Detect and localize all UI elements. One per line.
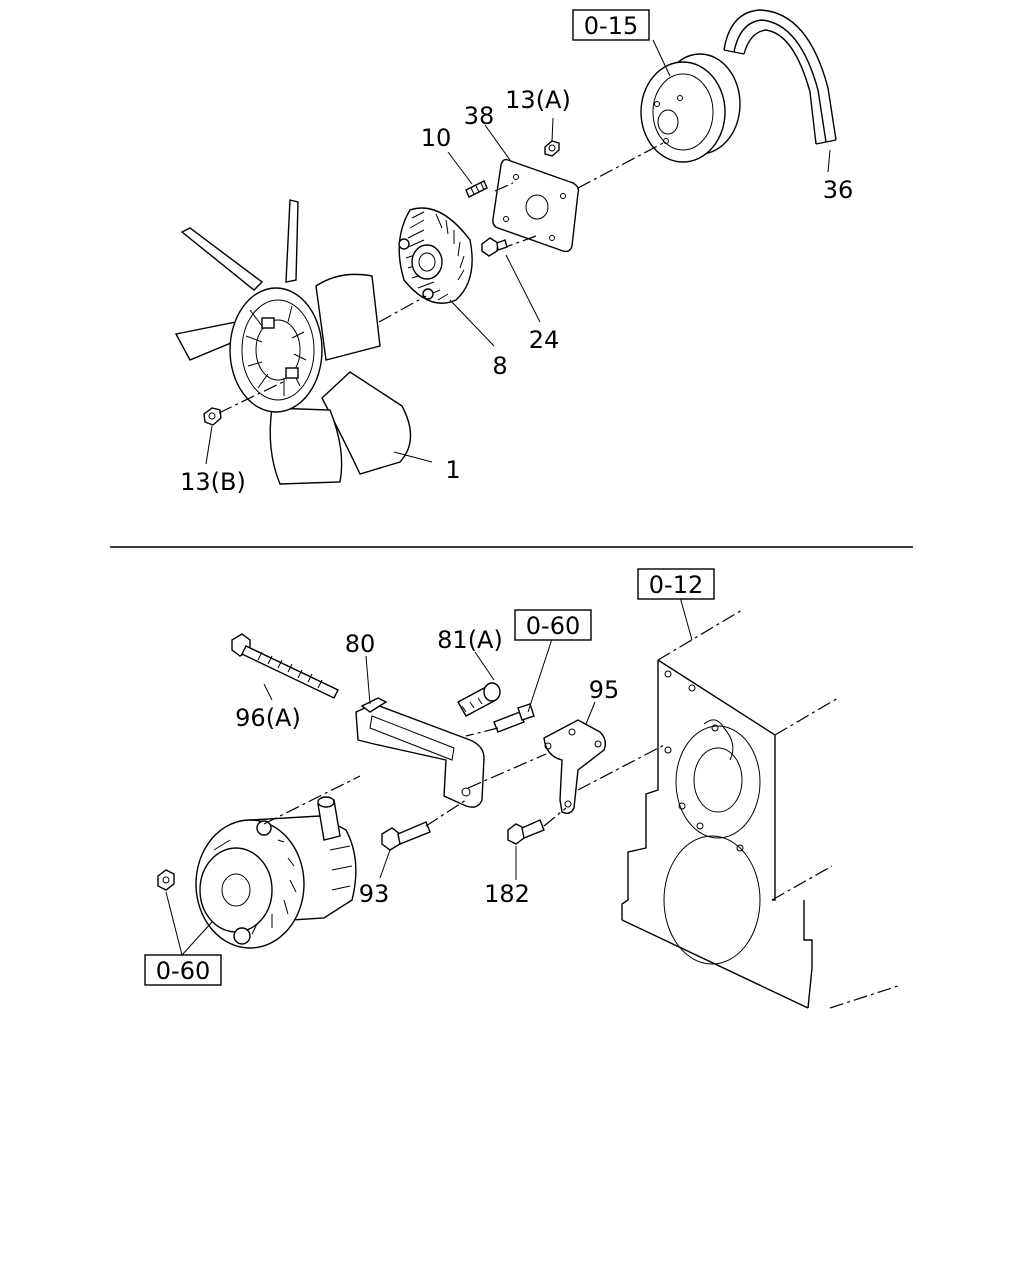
bolt-93: [381, 821, 431, 851]
ref-0-60-top-text: 0-60: [526, 612, 580, 640]
water-pump-pulley: [640, 53, 741, 163]
label-95: 95: [589, 676, 620, 704]
alternator: [195, 796, 357, 949]
bolt-24: [481, 237, 508, 257]
label-80: 80: [345, 630, 376, 658]
fan-clutch: [398, 207, 473, 304]
engine-front-cover: [621, 609, 899, 1009]
ref-box-0-60-bottom: 0-60: [144, 954, 222, 986]
label-36: 36: [823, 176, 854, 204]
nut-alternator: [157, 869, 175, 891]
fan-belt: [723, 9, 837, 145]
label-93: 93: [359, 880, 390, 908]
label-13a: 13(A): [505, 86, 571, 114]
ref-0-15-text: 0-15: [584, 12, 638, 40]
label-1: 1: [445, 456, 460, 484]
bolt-182: [507, 819, 545, 845]
adjusting-bracket: [355, 697, 485, 808]
bolt-81a: [457, 682, 501, 717]
ref-box-0-60-top: 0-60: [514, 609, 592, 641]
nut-13b: [203, 407, 222, 426]
fan-spacer-plate: [492, 158, 580, 253]
ref-0-12-text: 0-12: [649, 571, 703, 599]
label-10: 10: [421, 124, 452, 152]
label-81a: 81(A): [437, 626, 503, 654]
cooling-fan: [174, 199, 412, 485]
label-24: 24: [529, 326, 560, 354]
ref-box-0-12: 0-12: [637, 568, 715, 600]
label-38: 38: [464, 102, 495, 130]
label-96a: 96(A): [235, 704, 301, 732]
ref-box-0-15: 0-15: [572, 9, 650, 41]
label-13b: 13(B): [180, 468, 246, 496]
ref-0-60-bottom-text: 0-60: [156, 957, 210, 985]
long-bolt-96a: [231, 633, 339, 699]
label-8: 8: [492, 352, 507, 380]
mounting-bracket-95: [543, 719, 607, 815]
stud-10: [465, 180, 488, 198]
bolt-small-top: [493, 703, 535, 733]
nut-13a: [544, 140, 560, 157]
label-182: 182: [484, 880, 530, 908]
